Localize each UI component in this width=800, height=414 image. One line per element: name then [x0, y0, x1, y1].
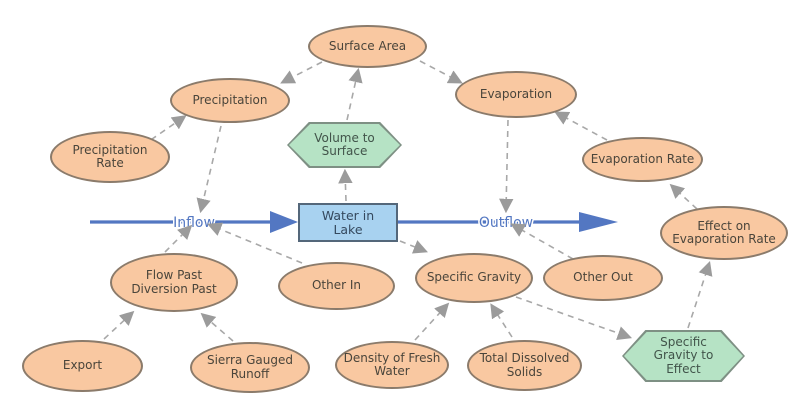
node-label: Precipitation [192, 92, 268, 107]
node-density-of-fresh-water[interactable]: Density of Fresh Water [335, 341, 449, 389]
node-label: Other Out [573, 270, 633, 285]
node-label: Specific Gravity to Effect [653, 334, 714, 376]
node-total-dissolved-solids[interactable]: Total Dissolved Solids [467, 340, 582, 391]
inflow-label: Inflow [173, 215, 215, 231]
edge-sierra-gauged-runoff-to-flow-past-diversion-past [200, 312, 234, 342]
edge-effect-on-evaporation-rate-to-evaporation-rate [669, 183, 698, 210]
node-other-in[interactable]: Other In [278, 262, 395, 310]
edge-density-of-fresh-water-to-specific-gravity [414, 302, 450, 341]
node-label: Effect on Evaporation Rate [672, 218, 776, 246]
edge-specific-gravity-to-effect-to-effect-on-evaporation-rate [687, 260, 713, 329]
node-label: Evaporation [479, 86, 553, 101]
node-label: Precipitation Rate [72, 142, 148, 170]
edge-export-to-flow-past-diversion-past [103, 310, 135, 340]
node-precipitation[interactable]: Precipitation [170, 78, 290, 123]
inflow-arrowhead-icon [270, 211, 298, 233]
edge-flow-past-diversion-past-to-inflow [164, 224, 193, 253]
node-label: Surface Area [328, 38, 407, 53]
outflow-arrowhead-icon [579, 212, 618, 232]
node-label: Volume to Surface [314, 130, 375, 158]
edge-volume-to-surface-to-surface-area [346, 67, 363, 121]
edge-water-in-lake-to-specific-gravity [399, 240, 428, 254]
node-label: Export [62, 358, 103, 373]
edge-surface-area-to-precipitation [280, 61, 323, 84]
node-flow-past-diversion-past[interactable]: Flow Past Diversion Past [110, 253, 238, 312]
node-precipitation-rate[interactable]: Precipitation Rate [50, 131, 170, 183]
node-label: Flow Past Diversion Past [131, 268, 217, 296]
causal-connectors [103, 60, 713, 342]
edge-surface-area-to-evaporation [419, 60, 463, 84]
edge-precipitation-to-inflow [196, 125, 222, 214]
edge-total-dissolved-solids-to-specific-gravity [490, 303, 513, 338]
node-label: Evaporation Rate [590, 151, 695, 166]
edge-specific-gravity-to-specific-gravity-to-effect [515, 296, 633, 341]
node-label: Sierra Gauged Runoff [206, 353, 294, 381]
edge-evaporation-rate-to-evaporation [554, 111, 608, 141]
node-specific-gravity-to-effect[interactable]: Specific Gravity to Effect [622, 330, 745, 382]
edge-water-in-lake-to-volume-to-surface [338, 168, 353, 202]
node-volume-to-surface[interactable]: Volume to Surface [287, 122, 402, 168]
node-label: Specific Gravity [426, 270, 522, 285]
node-water-in-lake-stock[interactable]: Water in Lake [298, 203, 398, 242]
node-evaporation-rate[interactable]: Evaporation Rate [582, 137, 703, 182]
node-evaporation[interactable]: Evaporation [455, 71, 577, 118]
outflow-label: Outflow [479, 215, 533, 231]
node-surface-area[interactable]: Surface Area [308, 25, 427, 68]
edge-evaporation-to-outflow [499, 119, 514, 214]
node-label: Density of Fresh Water [343, 350, 441, 378]
edge-other-out-to-outflow [510, 223, 574, 260]
node-label: Total Dissolved Solids [479, 351, 570, 379]
edge-other-in-to-inflow [207, 222, 303, 264]
node-effect-on-evaporation-rate[interactable]: Effect on Evaporation Rate [660, 206, 788, 260]
edge-precipitation-rate-to-precipitation [141, 115, 187, 147]
node-specific-gravity[interactable]: Specific Gravity [415, 253, 533, 303]
node-label: Water in Lake [321, 207, 375, 237]
node-other-out[interactable]: Other Out [543, 255, 663, 301]
node-label: Other In [311, 278, 362, 293]
node-export[interactable]: Export [22, 340, 143, 392]
node-sierra-gauged-runoff[interactable]: Sierra Gauged Runoff [190, 342, 310, 393]
